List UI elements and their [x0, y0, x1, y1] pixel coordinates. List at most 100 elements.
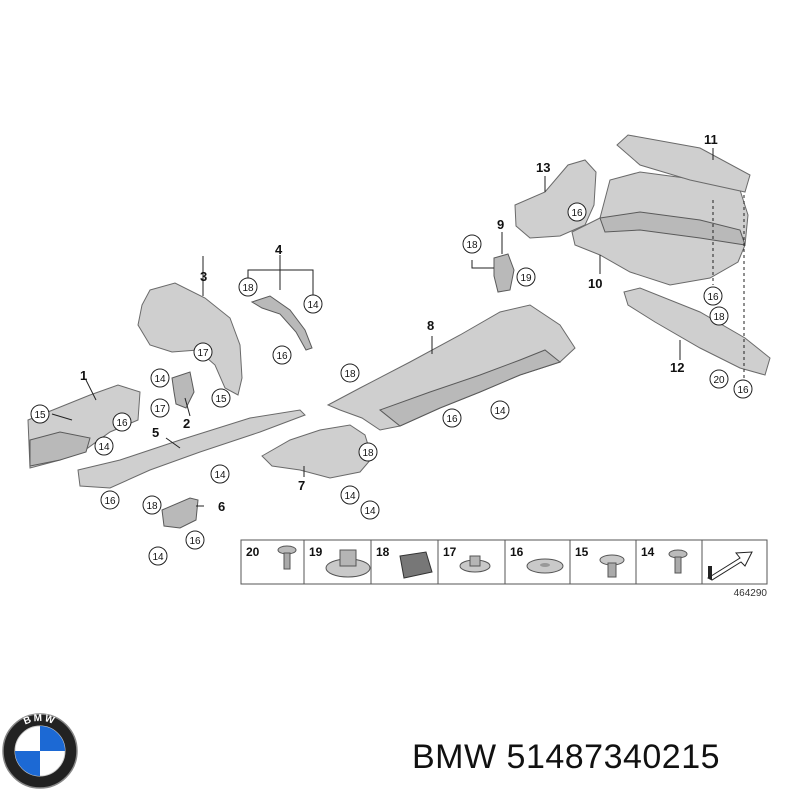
svg-text:BMW: BMW	[22, 713, 57, 728]
callout-5: 5	[152, 425, 159, 440]
circle-c18d: 18	[358, 442, 378, 462]
svg-text:14: 14	[494, 406, 506, 417]
legend-label-14: 14	[641, 545, 655, 559]
part-11-shape	[616, 134, 751, 193]
part-4-shape	[250, 295, 313, 351]
circle-c16f: 16	[567, 202, 587, 222]
legend-label-19: 19	[309, 545, 323, 559]
circle-c20a: 20	[709, 369, 729, 389]
circle-c16e: 16	[442, 408, 462, 428]
callout-numbers: 1 2 3 4 5 6 7 8 9 10 11 12 13	[80, 132, 718, 514]
svg-text:14: 14	[344, 491, 356, 502]
svg-text:15: 15	[215, 394, 227, 405]
callout-7: 7	[298, 478, 305, 493]
circle-c14a: 14	[94, 436, 114, 456]
callout-6: 6	[218, 499, 225, 514]
callout-1: 1	[80, 368, 87, 383]
callout-4: 4	[275, 242, 283, 257]
svg-text:16: 16	[446, 414, 458, 425]
direction-arrow-icon	[706, 551, 753, 581]
part-9-shape	[493, 253, 515, 293]
part-6-shape	[161, 497, 199, 529]
circle-c16a: 16	[112, 412, 132, 432]
circle-c15a: 15	[30, 404, 50, 424]
circle-c14g: 14	[360, 500, 380, 520]
circle-c14c: 14	[210, 464, 230, 484]
circle-c14f: 14	[340, 485, 360, 505]
svg-text:16: 16	[276, 351, 288, 362]
callout-10: 10	[588, 276, 602, 291]
part-8-shape	[326, 304, 576, 431]
circle-c14e: 14	[303, 294, 323, 314]
svg-text:16: 16	[189, 536, 201, 547]
legend-label-16: 16	[510, 545, 524, 559]
circle-c17b: 17	[193, 342, 213, 362]
fastener-16-icon	[526, 558, 564, 574]
circle-c15b: 15	[211, 388, 231, 408]
svg-text:18: 18	[713, 312, 725, 323]
bmw-logo: BMW	[2, 713, 78, 789]
callout-8: 8	[427, 318, 434, 333]
part-7-shape	[261, 424, 373, 479]
part-1-shape	[27, 384, 141, 469]
svg-text:18: 18	[344, 369, 356, 380]
svg-text:16: 16	[116, 418, 128, 429]
part-12-shape	[623, 287, 771, 376]
svg-text:17: 17	[154, 404, 166, 415]
legend-label-20: 20	[246, 545, 260, 559]
circle-c19a: 19	[516, 267, 536, 287]
svg-text:16: 16	[104, 496, 116, 507]
svg-text:17: 17	[197, 348, 209, 359]
circle-c16g: 16	[703, 286, 723, 306]
circle-c18a: 18	[142, 495, 162, 515]
svg-text:18: 18	[242, 283, 254, 294]
circle-c16h: 16	[733, 379, 753, 399]
svg-text:15: 15	[34, 410, 46, 421]
svg-text:14: 14	[364, 506, 376, 517]
part-3-shape	[137, 282, 243, 396]
circle-c16d: 16	[272, 345, 292, 365]
svg-text:14: 14	[98, 442, 110, 453]
fastener-14-icon	[668, 549, 688, 574]
circle-markers: 15 16 14 14 17 15 16 14 18 16 14 17 18 1…	[30, 202, 753, 566]
fastener-20-icon	[277, 545, 297, 570]
circle-c16c: 16	[185, 530, 205, 550]
svg-text:18: 18	[146, 501, 158, 512]
circle-c14b: 14	[150, 368, 170, 388]
circle-c14h: 14	[490, 400, 510, 420]
fastener-19-icon	[325, 549, 371, 578]
svg-text:18: 18	[362, 448, 374, 459]
svg-text:16: 16	[707, 292, 719, 303]
svg-text:14: 14	[154, 374, 166, 385]
part-number-caption: BMW 51487340215	[412, 738, 721, 776]
circle-c14d: 14	[148, 546, 168, 566]
fastener-18-icon	[399, 551, 433, 579]
diagram-code: 464290	[734, 588, 768, 599]
svg-text:14: 14	[214, 470, 226, 481]
svg-text:16: 16	[737, 385, 749, 396]
callout-11: 11	[704, 132, 718, 147]
fastener-17-icon	[459, 555, 491, 573]
fastener-15-icon	[599, 554, 625, 578]
callout-12: 12	[670, 360, 684, 375]
part-2-shape	[171, 371, 195, 409]
svg-text:19: 19	[520, 273, 532, 284]
circle-c16b: 16	[100, 490, 120, 510]
legend-label-15: 15	[575, 545, 589, 559]
svg-text:14: 14	[152, 552, 164, 563]
part-5-shape	[77, 409, 306, 489]
circle-c18e: 18	[462, 234, 482, 254]
svg-text:18: 18	[466, 240, 478, 251]
circle-c18c: 18	[340, 363, 360, 383]
circle-c18f: 18	[709, 306, 729, 326]
legend-label-17: 17	[443, 545, 457, 559]
callout-9: 9	[497, 217, 504, 232]
svg-text:16: 16	[571, 208, 583, 219]
leader-lines	[51, 148, 745, 507]
circle-c17a: 17	[150, 398, 170, 418]
callout-13: 13	[536, 160, 550, 175]
circle-c18b: 18	[238, 277, 258, 297]
svg-text:14: 14	[307, 300, 319, 311]
